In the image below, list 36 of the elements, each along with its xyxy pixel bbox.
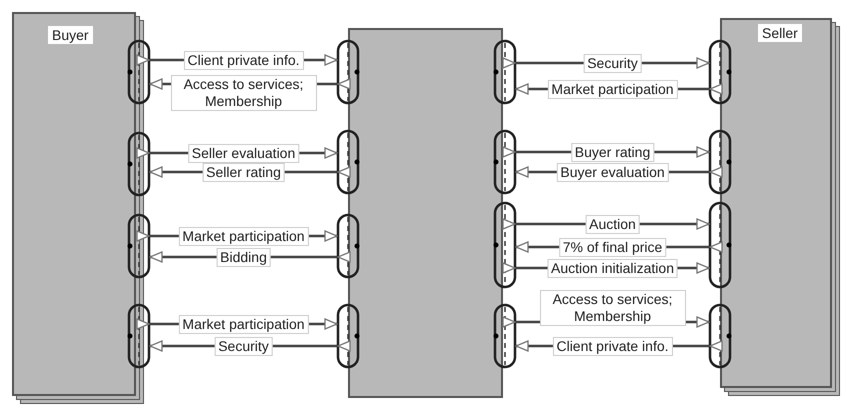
edge-label: Seller evaluation (188, 144, 300, 163)
edge-label: Security (214, 337, 273, 356)
value-interface (709, 202, 731, 288)
edge-label: Bidding (216, 248, 271, 267)
value-interface (128, 304, 150, 368)
value-interface (337, 40, 359, 104)
actor-name: Buyer (48, 26, 93, 44)
value-interface (494, 304, 516, 368)
edge-label: Buyer evaluation (556, 163, 669, 182)
value-interface (128, 214, 150, 278)
actor-box (348, 28, 503, 398)
value-interface (337, 130, 359, 194)
edge-label: Market participation (547, 80, 678, 99)
value-interface (709, 130, 731, 194)
value-interface (494, 40, 516, 104)
value-interface (709, 40, 731, 104)
edge-label: Access to services; Membership (170, 75, 316, 111)
value-interface (337, 304, 359, 368)
value-interface (337, 214, 359, 278)
value-interface (494, 130, 516, 194)
edge-label: Market participation (178, 315, 309, 334)
edge-label: 7% of final price (558, 238, 666, 257)
edge-label: Auction (585, 215, 640, 234)
value-interface (709, 304, 731, 368)
edge-label: Buyer rating (570, 143, 654, 162)
edge-label: Seller rating (202, 163, 285, 182)
edge-label: Security (583, 54, 642, 73)
edge-label: Market participation (178, 227, 309, 246)
edge-label: Auction initialization (547, 259, 678, 278)
edge-label: Client private info. (552, 337, 673, 356)
value-interface (494, 202, 516, 288)
edge-label: Access to services; Membership (540, 290, 686, 326)
edge-label: Client private info. (183, 51, 304, 70)
value-interface (128, 40, 150, 104)
value-interface (128, 132, 150, 196)
actor-name: Seller (758, 24, 802, 42)
